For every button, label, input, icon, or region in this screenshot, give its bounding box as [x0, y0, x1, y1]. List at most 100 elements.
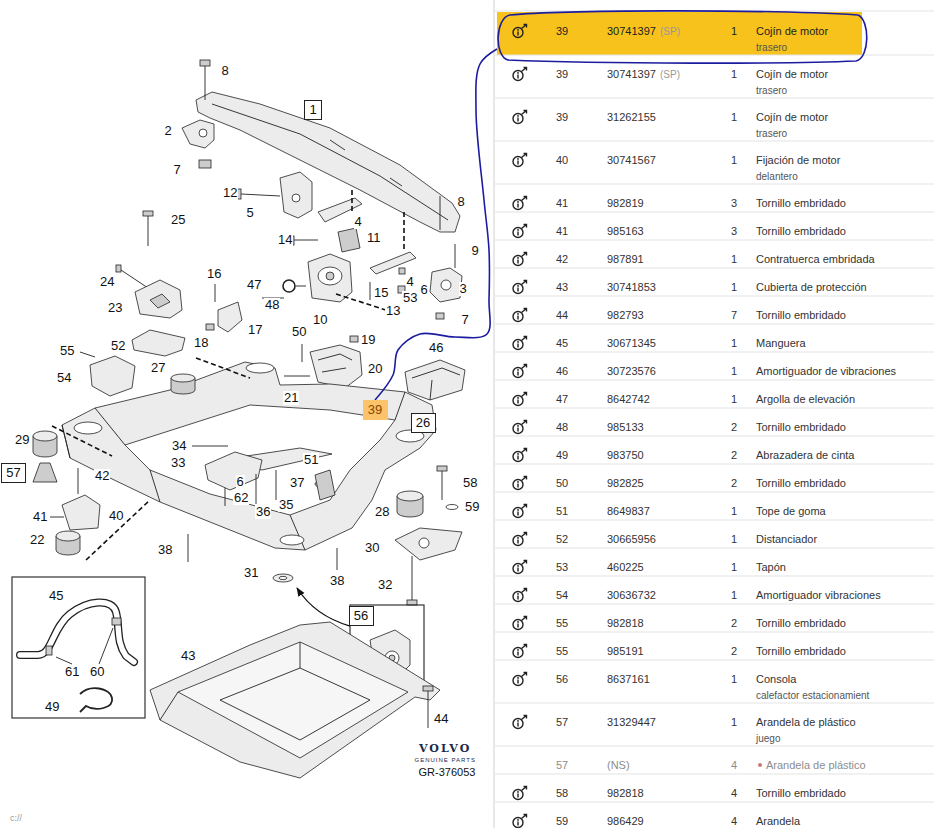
callout-number: 28: [374, 505, 390, 519]
item-number: 56: [556, 673, 568, 686]
callout-number: 24: [99, 275, 115, 289]
item-number: 46: [556, 365, 568, 378]
subframe-tower: [74, 422, 102, 434]
hose-body: [20, 602, 134, 662]
callout-box: 57: [1, 463, 26, 483]
washer-hole: [279, 576, 287, 579]
bolt: [188, 534, 337, 570]
callout-number: 3: [459, 282, 468, 296]
bolt: [262, 286, 306, 298]
callout-number: 48: [264, 298, 280, 312]
bolt: [428, 691, 429, 728]
engine-mount: [308, 254, 352, 302]
node-text: 39: [556, 25, 568, 38]
bolt-head: [200, 60, 210, 66]
washer: [446, 505, 458, 510]
bolt: [215, 284, 216, 302]
bolt: [50, 517, 64, 518]
item-number: 52: [556, 533, 568, 546]
callout-number: 30: [364, 541, 380, 555]
quantity: 2: [731, 449, 737, 462]
quantity: 1: [731, 673, 737, 686]
callout-number: 25: [170, 213, 186, 227]
description: Cojín de motor: [756, 68, 828, 81]
part-number: 460225: [607, 561, 644, 574]
node-text: 1: [731, 25, 737, 38]
cover-panel: [178, 642, 408, 758]
node-text: trasero: [756, 41, 787, 54]
quantity: 1: [731, 365, 737, 378]
bolt: [241, 194, 280, 196]
bolt: [440, 196, 455, 268]
mount-core: [326, 272, 334, 280]
quantity: 1: [731, 111, 737, 124]
dashed-guide: [52, 426, 150, 560]
callout-number: 4: [354, 215, 363, 229]
description: Amortiguador vibraciones: [756, 589, 881, 602]
description: Cojín de motor: [756, 111, 828, 124]
callout-number: 33: [170, 456, 186, 470]
item-number: 44: [556, 309, 568, 322]
info-icon: [513, 673, 527, 686]
bolt: [148, 216, 149, 246]
brand-logo: VOLVO: [419, 743, 471, 755]
callout-number: 23: [107, 301, 123, 315]
quantity: 4: [731, 759, 737, 772]
info-icon: [513, 617, 527, 630]
callout-number: 18: [193, 336, 209, 350]
part-number: 982818: [607, 787, 644, 800]
item-number: 43: [556, 281, 568, 294]
info-icon: [513, 281, 527, 294]
bracket-hole: [292, 194, 300, 202]
description: Arandela: [756, 815, 800, 828]
part-flag: (SP): [660, 68, 680, 81]
bolt: [294, 240, 318, 241]
info-icon: [513, 645, 527, 658]
callout-number: 54: [56, 371, 72, 385]
vibration-damper: [405, 360, 465, 400]
hose-clip: [46, 646, 52, 655]
quantity: 2: [731, 617, 737, 630]
spacer-plate: [132, 330, 185, 356]
callout-number: 40: [108, 509, 124, 523]
info-icons: [513, 25, 527, 828]
info-icon: [513, 25, 527, 38]
description: Abrazadera de cinta: [756, 449, 854, 462]
callout-number: 21: [283, 391, 299, 405]
engine-mount: [430, 268, 462, 302]
part-number: 987891: [607, 253, 644, 266]
node-text: 39: [368, 403, 382, 417]
description: Tapón: [756, 561, 786, 574]
description: Manguera: [756, 337, 806, 350]
description-detail: juego: [756, 732, 780, 745]
hand-drawn-loop: [498, 11, 867, 63]
part-number: 30741397: [607, 68, 656, 81]
callout-box: 56: [349, 606, 374, 626]
bolt: [370, 282, 371, 300]
info-icon: [513, 253, 527, 266]
node-text: 1: [309, 103, 316, 117]
part-number: 985163: [607, 225, 644, 238]
callout-number: 9: [471, 244, 480, 258]
part-number: 986429: [607, 815, 644, 828]
description: Tornillo embridado: [756, 617, 846, 630]
quantity: 1: [731, 253, 737, 266]
callout-number: 2: [164, 124, 173, 138]
callout-number: 62: [233, 491, 249, 505]
item-number: 57: [556, 716, 568, 729]
part-number: 8649837: [607, 505, 650, 518]
callout-number: 12: [222, 186, 238, 200]
callout-number: 52: [110, 339, 126, 353]
cross-member-detail: [212, 104, 448, 220]
part-number: 30723576: [607, 365, 656, 378]
item-number: 54: [556, 589, 568, 602]
item-number: 49: [556, 449, 568, 462]
item-number: 59: [556, 815, 568, 828]
plate-hole: [419, 538, 429, 548]
description: Amortiguador de vibraciones: [756, 365, 896, 378]
leader-line: [56, 628, 113, 664]
quantity: 1: [731, 68, 737, 81]
lifting-eye: [283, 280, 295, 292]
info-icon: [513, 68, 527, 81]
item-number: 40: [556, 154, 568, 167]
